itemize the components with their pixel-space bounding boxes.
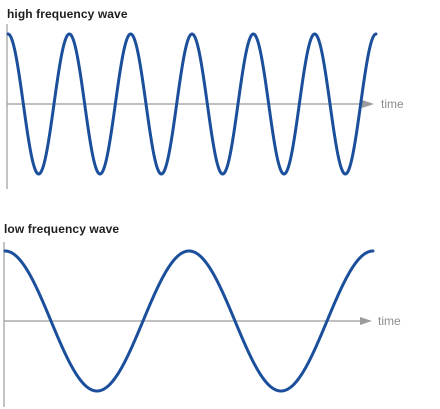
x-axis-arrow-icon (360, 317, 372, 325)
time-axis-label: time (381, 97, 404, 111)
high-frequency-wave-line (6, 32, 378, 176)
high-frequency-title: high frequency wave (7, 7, 128, 21)
high-frequency-plot (6, 24, 378, 189)
time-axis-label: time (378, 314, 401, 328)
low-frequency-wave-line (3, 249, 375, 393)
low-frequency-title: low frequency wave (4, 222, 120, 236)
x-axis-arrow-icon (362, 100, 374, 108)
low-frequency-plot (3, 242, 375, 407)
low-frequency-panel: low frequency wave time (0, 216, 440, 409)
high-frequency-panel: high frequency wave time (0, 0, 440, 200)
